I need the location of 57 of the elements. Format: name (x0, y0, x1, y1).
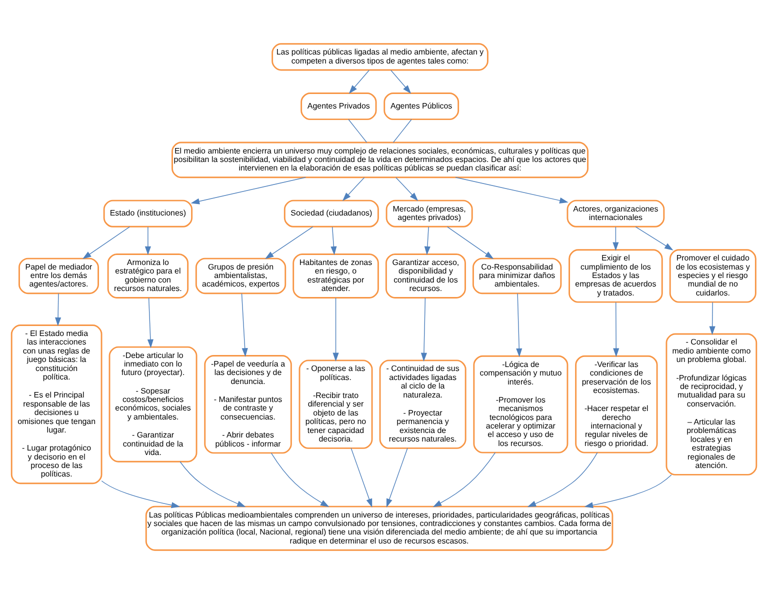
node-box: Armoniza lo estratégico para el gobierno con recursos naturales. (107, 253, 189, 298)
node-box: -Papel de veeduría a las decisiones y de denuncia. - Manifestar puntos de contraste y consecuencias. - Abrir debates públicos - informar (204, 355, 292, 454)
arrow (342, 177, 365, 202)
connector (348, 119, 368, 143)
arrow (709, 302, 716, 335)
node-box: Garantizar acceso, disponibilidad y continuidad de los recursos. (385, 253, 466, 298)
node-box: Agentes Públicos (384, 92, 460, 120)
node-box: Las políticas públicas ligadas al medio ambiente, afectan y competen a diversos tipos de agentes tales como: (272, 43, 488, 71)
arrow (101, 480, 180, 508)
node-box: Actores, organizaciones internacionales (566, 200, 665, 228)
arrow (270, 452, 330, 508)
arrow (396, 177, 418, 202)
arrow (527, 452, 598, 507)
arrow (612, 226, 619, 251)
arrow (332, 298, 339, 362)
node-box: - Consolidar el medio ambiente como un problema global. -Profundizar lógicas de reciprocidad, y mutualidad para su conservación. – Articular las problemáticas locales y en estrategias regionales de atención. (666, 333, 758, 476)
arrow (147, 298, 154, 348)
node-box: -Verificar las condiciones de preservación de los ecosistemas. -Hacer respetar el derecho internacional y regular niveles de riesgo o prioridad. (575, 355, 658, 454)
arrow (390, 70, 412, 94)
node-box: Agentes Privados (300, 92, 377, 120)
arrow (55, 293, 62, 326)
arrow (516, 293, 522, 358)
node-box: Estado (instituciones) (103, 200, 193, 228)
arrow (180, 461, 246, 507)
connector (392, 119, 412, 143)
arrow (190, 177, 306, 204)
arrow (432, 452, 496, 508)
arrow (584, 474, 672, 508)
node-box: El medio ambiente encierra un universo muy complejo de relaciones sociales, económicas, culturales y políticas que posibilitan la sostenibilidad, viabilidad y continuidad de la vida en determinados espacios. De ahí que los actores que intervienen en la elaboración de esas políticas públicas se puedan clasificar así: (172, 142, 588, 178)
node-box: Exigir el cumplimiento de los Estados y las empresas de acuerdos y tratados. (568, 249, 663, 303)
arrow (144, 226, 151, 256)
node-box: Habitantes de zonas en riesgo, o estratégicas por atender. (292, 253, 379, 298)
node-box: - El Estado media las interacciones con unas reglas de juego básicas: la constitución política. - Es el Principal responsable de las decisiones u omisiones que tengan lugar. - Lugar protagónico y decisorio en el proceso de las políticas. (10, 324, 102, 484)
arrow (350, 448, 372, 508)
arrow (613, 302, 620, 357)
arrow (635, 226, 674, 250)
arrow (455, 177, 568, 204)
arrow (82, 226, 130, 260)
arrow (241, 293, 248, 357)
node-box: Papel de mediador entre los demás agentes/actores. (18, 258, 99, 294)
node-box: Co-Responsabilidad para minimizar daños ambientales. (472, 258, 562, 294)
node-box: - Continuidad de sus actividades ligadas al ciclo de la naturaleza. - Proyectar permanencia y existencia de recursos naturales. (379, 360, 466, 449)
node-box: Promover el cuidado de los ecosistemas y especies y el riesgo mundial de no cuidarlos. (669, 249, 756, 303)
node-box: - Oponerse a las políticas. -Recibir trato diferencial y ser objeto de las políticas, pero no tener capacidad decisoria. (298, 360, 373, 449)
arrow (264, 226, 314, 259)
arrow (446, 226, 494, 260)
node-box: Mercado (empresas, agentes privados) (386, 200, 473, 228)
arrow (386, 448, 408, 508)
arrow (330, 226, 337, 256)
node-box: Las políticas Públicas medioambientales comprenden un universo de intereses, prioridades, particularidades geográficas, políticas y sociales que hacen de las mismas un campo convulsionado por tensiones, contradicciones y constantes cambios. Cada forma de organización política (local, Nacional, regional) tiene una visión diferenciada del medio ambiente; de ahí que su importancia radique en determinar el uso de recursos escasos. (145, 506, 614, 551)
node-box: -Debe articular lo inmediato con lo futuro (proyectar). - Sopesar costos/beneficios económicos, sociales y ambientales. - Garantizar continuidad de la vida. (108, 346, 198, 462)
arrow (348, 70, 370, 94)
node-box: Grupos de presión ambientalistas, académicos, expertos (195, 258, 286, 294)
node-box: -Lógica de compensación y mutuo interés. -Promover los mecanismos tecnológicos para acelerar y optimizar el acceso y uso de los recursos. (473, 355, 568, 454)
arrow (420, 298, 427, 362)
arrow (424, 226, 430, 256)
node-box: Sociedad (ciudadanos) (284, 200, 379, 228)
